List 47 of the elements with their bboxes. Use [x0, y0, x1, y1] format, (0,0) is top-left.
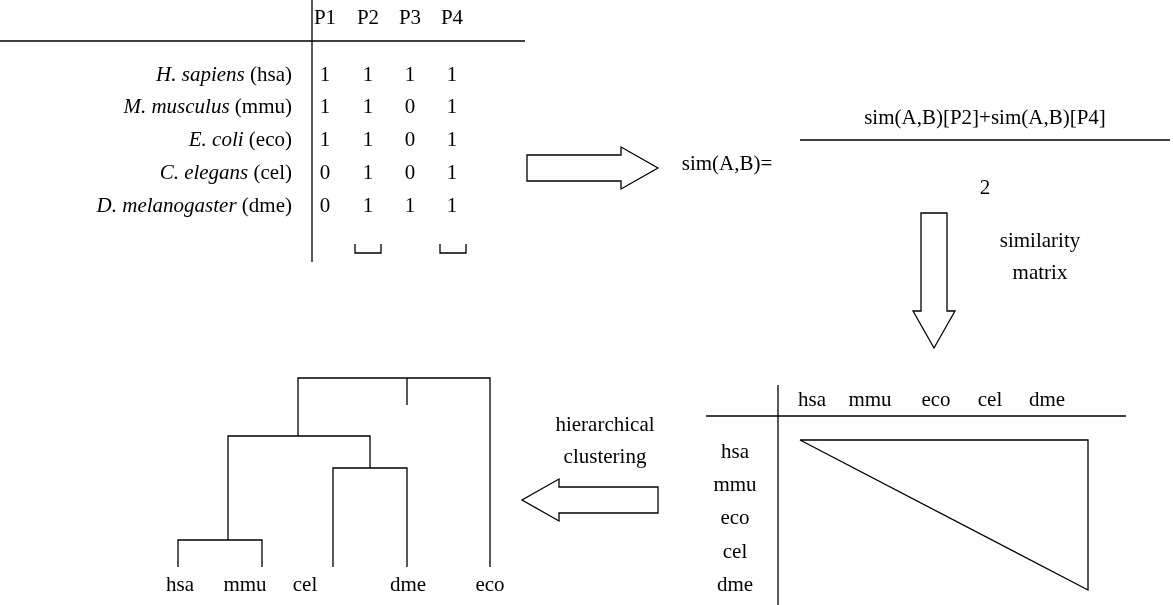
leaf-label: eco	[475, 573, 505, 597]
column-header: P1	[313, 6, 337, 30]
row-label: eco	[720, 506, 750, 530]
column-header: P2	[356, 6, 380, 30]
table-value: 1	[319, 63, 331, 87]
row-label: mmu	[713, 473, 757, 497]
leaf-label: dme	[389, 573, 427, 597]
row-label: H. sapiens (hsa)	[156, 63, 292, 87]
table-value: 1	[362, 194, 374, 218]
row-label: D. melanogaster (dme)	[96, 194, 292, 218]
column-header: cel	[977, 388, 1003, 412]
table-value: 1	[362, 95, 374, 119]
table-value: 1	[319, 128, 331, 152]
row-label: E. coli (eco)	[188, 128, 292, 152]
table-value: 1	[404, 63, 416, 87]
leaf-label: hsa	[166, 573, 194, 597]
table-value: 0	[404, 161, 416, 185]
formula-denominator: 2	[979, 176, 991, 200]
column-header: dme	[1028, 388, 1066, 412]
table-value: 1	[446, 128, 458, 152]
leaf-label: mmu	[223, 573, 267, 597]
row-label: dme	[716, 573, 754, 597]
column-header: P4	[440, 6, 464, 30]
column-header: P3	[398, 6, 422, 30]
table-value: 0	[404, 128, 416, 152]
table-value: 0	[404, 95, 416, 119]
table-value: 1	[319, 95, 331, 119]
table-value: 1	[362, 128, 374, 152]
column-header: mmu	[848, 388, 892, 412]
table-value: 0	[319, 194, 331, 218]
column-header: hsa	[798, 388, 826, 412]
row-label: M. musculus (mmu)	[123, 95, 292, 119]
formula-text: sim(A,B)=	[681, 152, 773, 176]
row-label: cel	[722, 540, 748, 564]
table-value: 1	[404, 194, 416, 218]
table-value: 1	[446, 161, 458, 185]
table-value: 0	[319, 161, 331, 185]
leaf-label: cel	[292, 573, 318, 597]
table-value: 1	[362, 63, 374, 87]
row-label: hsa	[721, 440, 749, 464]
row-label: C. elegans (cel)	[159, 161, 292, 185]
column-header: eco	[921, 388, 951, 412]
formula-numerator: sim(A,B)[P2]+sim(A,B)[P4]	[864, 106, 1106, 130]
table-value: 1	[446, 194, 458, 218]
table-value: 1	[362, 161, 374, 185]
table-value: 1	[446, 95, 458, 119]
table-value: 1	[446, 63, 458, 87]
